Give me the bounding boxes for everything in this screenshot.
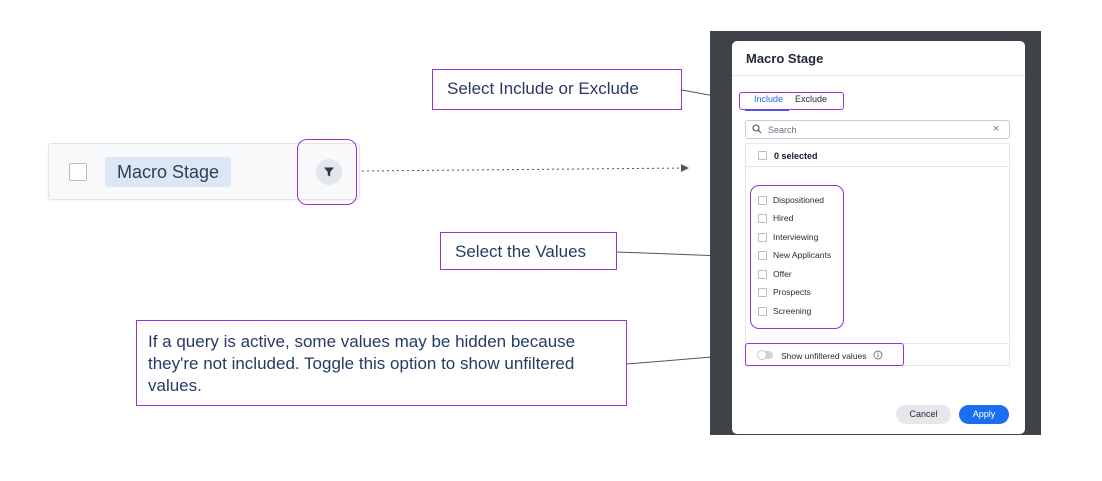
filter-button[interactable] — [316, 159, 342, 185]
checkbox[interactable] — [758, 287, 767, 297]
dotted-connector — [361, 164, 689, 173]
checkbox[interactable] — [758, 306, 767, 316]
list-item-label: Prospects — [773, 287, 811, 297]
checkbox[interactable] — [758, 232, 767, 242]
list-item[interactable]: Hired — [758, 211, 793, 225]
column-name-chip[interactable]: Macro Stage — [105, 157, 232, 187]
cancel-button[interactable]: Cancel — [896, 405, 951, 424]
search-box: × — [745, 120, 1010, 139]
title-divider — [732, 75, 1025, 76]
list-item-label: Offer — [773, 269, 792, 279]
show-unfiltered-label: Show unfiltered values — [781, 351, 867, 361]
callout-include-exclude: Select Include or Exclude — [432, 69, 682, 110]
list-item-label: Interviewing — [773, 232, 819, 242]
info-icon[interactable] — [873, 350, 883, 360]
filter-dialog: Macro Stage Include Exclude × 0 selected… — [732, 41, 1025, 434]
tabs-highlight — [739, 92, 844, 110]
selected-count: 0 selected — [774, 151, 818, 161]
tab-include[interactable]: Include — [754, 94, 784, 104]
values-list-panel: 0 selected Dispositioned Hired Interview… — [745, 143, 1010, 366]
show-unfiltered-toggle[interactable] — [757, 350, 773, 360]
filter-button-highlight — [297, 139, 357, 205]
list-item[interactable]: Offer — [758, 267, 792, 281]
select-all-checkbox[interactable] — [758, 151, 767, 160]
column-header-row: Macro Stage — [48, 143, 360, 200]
dialog-title: Macro Stage — [746, 51, 824, 66]
list-item[interactable]: Dispositioned — [758, 193, 824, 207]
search-icon — [752, 124, 762, 134]
select-all-row: 0 selected — [746, 144, 1009, 167]
list-item-label: Hired — [773, 213, 794, 223]
callout-values: Select the Values — [440, 232, 617, 270]
values-highlight — [750, 185, 844, 329]
toggle-highlight — [745, 343, 904, 366]
tab-exclude[interactable]: Exclude — [795, 94, 828, 104]
checkbox[interactable] — [758, 250, 767, 260]
search-input[interactable] — [768, 122, 988, 137]
clear-icon[interactable]: × — [993, 123, 1000, 135]
column-select-checkbox[interactable] — [69, 163, 87, 181]
checkbox[interactable] — [758, 195, 767, 205]
list-item-label: New Applicants — [773, 250, 832, 260]
list-item-label: Screening — [773, 306, 812, 316]
list-item[interactable]: Prospects — [758, 285, 811, 299]
checkbox[interactable] — [758, 269, 767, 279]
list-item[interactable]: Screening — [758, 304, 811, 318]
callout-unfiltered: If a query is active, some values may be… — [136, 320, 627, 406]
tab-include-underline — [745, 109, 789, 111]
checkbox[interactable] — [758, 213, 767, 223]
list-item-label: Dispositioned — [773, 195, 825, 205]
apply-button[interactable]: Apply — [959, 405, 1009, 424]
list-item[interactable]: New Applicants — [758, 248, 831, 262]
list-item[interactable]: Interviewing — [758, 230, 818, 244]
funnel-icon — [324, 167, 334, 177]
